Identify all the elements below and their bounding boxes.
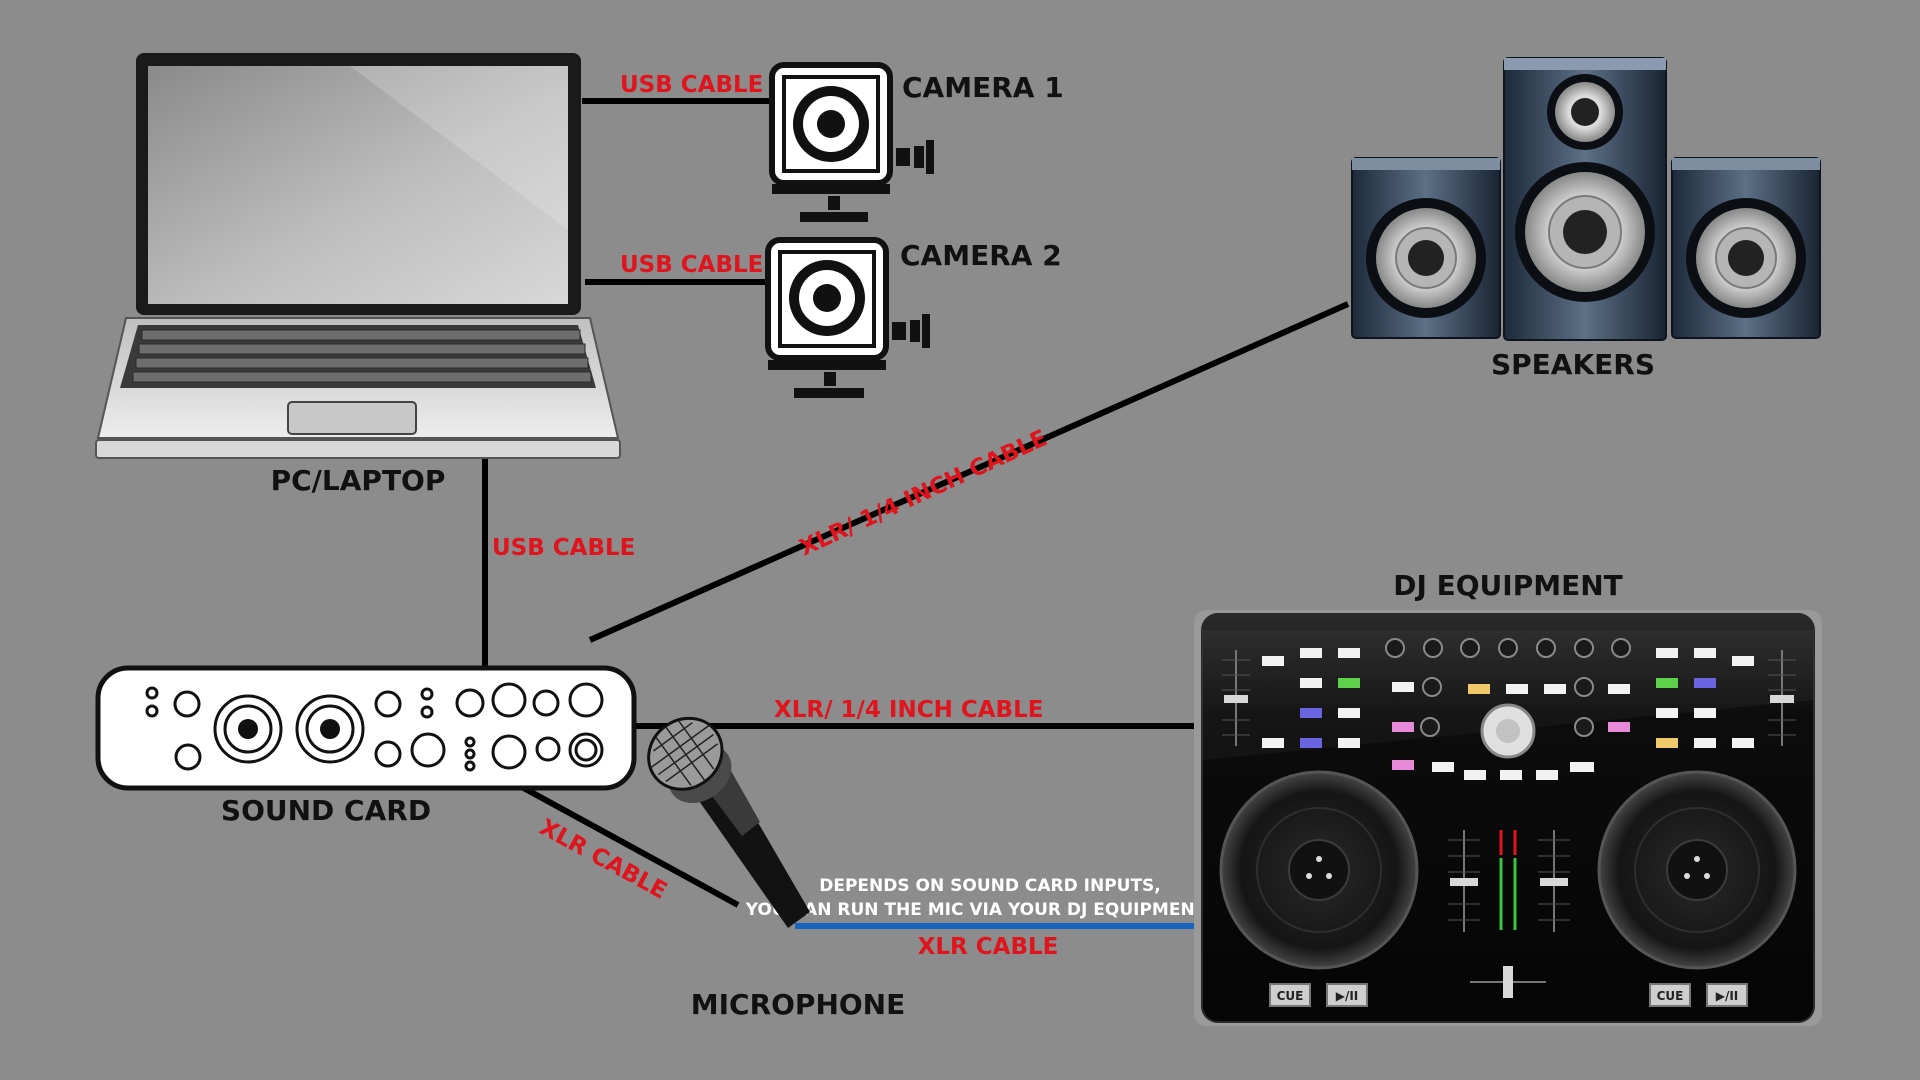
right-platter <box>1597 770 1797 970</box>
dj-controller-icon: CUE ▶/II CUE ▶/II <box>1194 610 1822 1026</box>
label-dj-equipment: DJ EQUIPMENT <box>1393 569 1623 602</box>
camera1-icon <box>769 62 934 222</box>
cable-label-soundcard-speakers: XLR/ 1/4 INCH CABLE <box>796 425 1052 561</box>
label-camera1: CAMERA 1 <box>902 71 1064 104</box>
note-mic-line2: YOU CAN RUN THE MIC VIA YOUR DJ EQUIPMEN… <box>745 900 1207 920</box>
speakers-icon <box>1351 57 1821 341</box>
sound-card-icon <box>95 665 637 791</box>
camera2-icon <box>765 237 930 398</box>
speaker-center <box>1503 57 1667 341</box>
microphone-icon <box>647 716 810 928</box>
cable-label-soundcard-dj: XLR/ 1/4 INCH CABLE <box>774 697 1043 723</box>
note-mic-line1: DEPENDS ON SOUND CARD INPUTS, <box>819 876 1161 896</box>
speaker-right <box>1671 157 1821 339</box>
speaker-left <box>1351 157 1501 339</box>
label-camera2: CAMERA 2 <box>900 239 1062 272</box>
label-laptop: PC/LAPTOP <box>271 464 446 497</box>
label-sound-card: SOUND CARD <box>221 794 431 827</box>
cable-label-laptop-camera2: USB CABLE <box>620 252 763 278</box>
dj-cue-button-right: CUE <box>1657 989 1684 1003</box>
dj-play-button-right: ▶/II <box>1716 989 1739 1003</box>
cable-soundcard-speakers <box>588 301 1350 643</box>
cable-label-laptop-soundcard: USB CABLE <box>492 535 635 561</box>
cable-soundcard-mic <box>518 783 740 908</box>
cables <box>482 98 1350 929</box>
label-speakers: SPEAKERS <box>1491 348 1655 381</box>
cable-label-mic-dj: XLR CABLE <box>918 934 1059 960</box>
left-platter <box>1219 770 1419 970</box>
cable-label-laptop-camera1: USB CABLE <box>620 72 763 98</box>
laptop-icon <box>95 53 621 459</box>
dj-cue-button-left: CUE <box>1277 989 1304 1003</box>
dj-play-button-left: ▶/II <box>1336 989 1359 1003</box>
label-microphone: MICROPHONE <box>691 988 906 1021</box>
